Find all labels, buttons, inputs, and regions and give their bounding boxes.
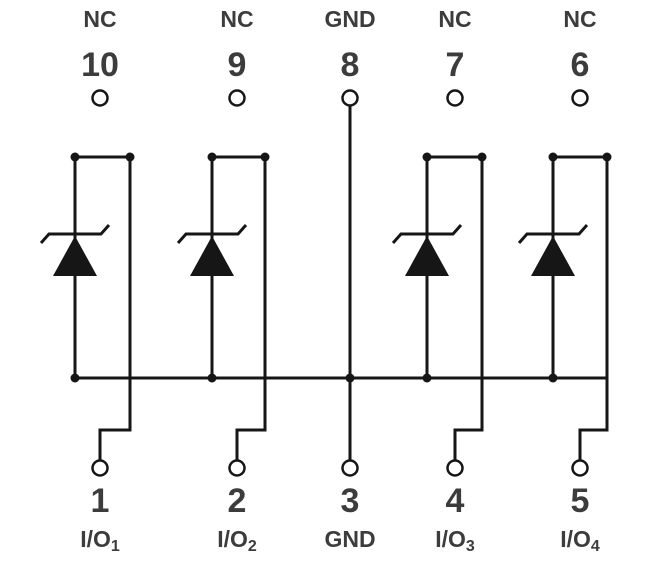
- diode-cathode-zener-bar: [39, 224, 111, 244]
- pin-9-terminal: [228, 89, 246, 107]
- junction-dot: [422, 152, 432, 162]
- pin-3-terminal: [341, 459, 359, 477]
- pin-1-function-label: I/O1: [80, 528, 120, 555]
- cell3-io-wire: [453, 157, 484, 461]
- junction-dot: [548, 152, 558, 162]
- pin-5-function-label: I/O4: [560, 528, 600, 555]
- diode-cathode-zener-bar: [176, 224, 248, 244]
- pin-function-subscript: 3: [465, 538, 475, 555]
- pin-function-subscript: 4: [590, 538, 600, 555]
- pin-7-terminal: [446, 89, 464, 107]
- pin-function-subscript: 2: [247, 538, 257, 555]
- diode-anode-triangle: [405, 236, 449, 276]
- junction-dot: [70, 373, 80, 383]
- cell1-io-wire: [98, 157, 132, 461]
- diode-anode-triangle: [53, 236, 97, 276]
- tvs-diode-3: [391, 224, 463, 276]
- pin-2-number: 2: [227, 482, 247, 520]
- pin-6-terminal: [571, 89, 589, 107]
- junction-dot: [207, 152, 217, 162]
- junction-dot: [548, 373, 558, 383]
- pin-function-text: I/O: [435, 526, 466, 552]
- pin-6-number: 6: [570, 46, 590, 84]
- pin-8-number: 8: [340, 46, 360, 84]
- pin-10-number: 10: [81, 46, 119, 84]
- pin-6-function-label: NC: [563, 6, 597, 32]
- pin-function-subscript: 1: [110, 538, 120, 555]
- junction-dot: [602, 152, 612, 162]
- pin-7-number: 7: [445, 46, 465, 84]
- pin-function-text: I/O: [560, 526, 591, 552]
- junction-dots: [70, 152, 612, 383]
- pin-2-terminal: [228, 459, 246, 477]
- diode-cathode-zener-bar: [517, 224, 589, 244]
- cell2-io-wire: [235, 157, 267, 461]
- pin-4-terminal: [446, 459, 464, 477]
- junction-dot: [345, 373, 355, 383]
- tvs-diode-1: [39, 224, 111, 276]
- junction-dot: [70, 152, 80, 162]
- pin-10-function-label: NC: [83, 6, 117, 32]
- junction-dot: [260, 152, 270, 162]
- pin-function-text: I/O: [217, 526, 248, 552]
- pin-9-number: 9: [227, 46, 247, 84]
- junction-dot: [422, 373, 432, 383]
- pin-4-function-label: I/O3: [435, 528, 475, 555]
- tvs-diode-2: [176, 224, 248, 276]
- pin-4-number: 4: [445, 482, 465, 520]
- junction-dot: [125, 152, 135, 162]
- pin-8-terminal: [341, 89, 359, 107]
- junction-dot: [477, 152, 487, 162]
- pin-5-terminal: [571, 459, 589, 477]
- pin-function-text: I/O: [80, 526, 111, 552]
- diode-anode-triangle: [531, 236, 575, 276]
- pin-1-number: 1: [90, 482, 110, 520]
- pin-2-function-label: I/O2: [217, 528, 257, 555]
- pin-1-terminal: [91, 459, 109, 477]
- pin-8-function-label: GND: [324, 6, 376, 32]
- diode-anode-triangle: [190, 236, 234, 276]
- pin-3-function-label: GND: [324, 528, 375, 555]
- pin-9-function-label: NC: [220, 6, 254, 32]
- tvs-diode-4: [517, 224, 589, 276]
- cell4-io-wire: [578, 157, 609, 461]
- pin-5-number: 5: [570, 482, 590, 520]
- pin-10-terminal: [91, 89, 109, 107]
- pin-function-text: GND: [324, 526, 376, 552]
- junction-dot: [207, 373, 217, 383]
- pin-3-number: 3: [340, 482, 360, 520]
- pin-7-function-label: NC: [438, 6, 472, 32]
- diode-cathode-zener-bar: [391, 224, 463, 244]
